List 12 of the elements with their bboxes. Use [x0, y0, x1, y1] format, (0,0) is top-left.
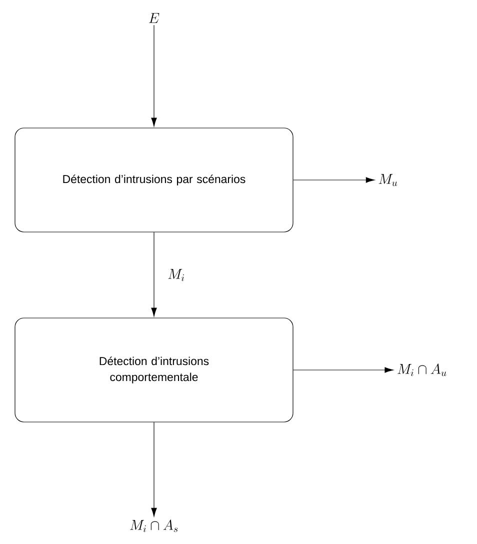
arrow — [151, 422, 157, 517]
signal-label: $M_i \cap A_u$ — [398, 364, 446, 376]
signal-label: $M_i \cap A_s$ — [130, 520, 178, 532]
signal-label: $E$ — [149, 13, 160, 23]
edge-label: $M_i$ — [168, 269, 184, 282]
process-box: Détection d’intrusions par scénarios — [14, 128, 294, 232]
arrow — [151, 232, 157, 316]
arrow — [293, 367, 394, 373]
process-box: Détection d’intrusions comportementale — [14, 318, 294, 422]
arrow — [293, 177, 375, 183]
signal-label: $M_u$ — [378, 174, 398, 186]
arrow — [151, 24, 157, 126]
